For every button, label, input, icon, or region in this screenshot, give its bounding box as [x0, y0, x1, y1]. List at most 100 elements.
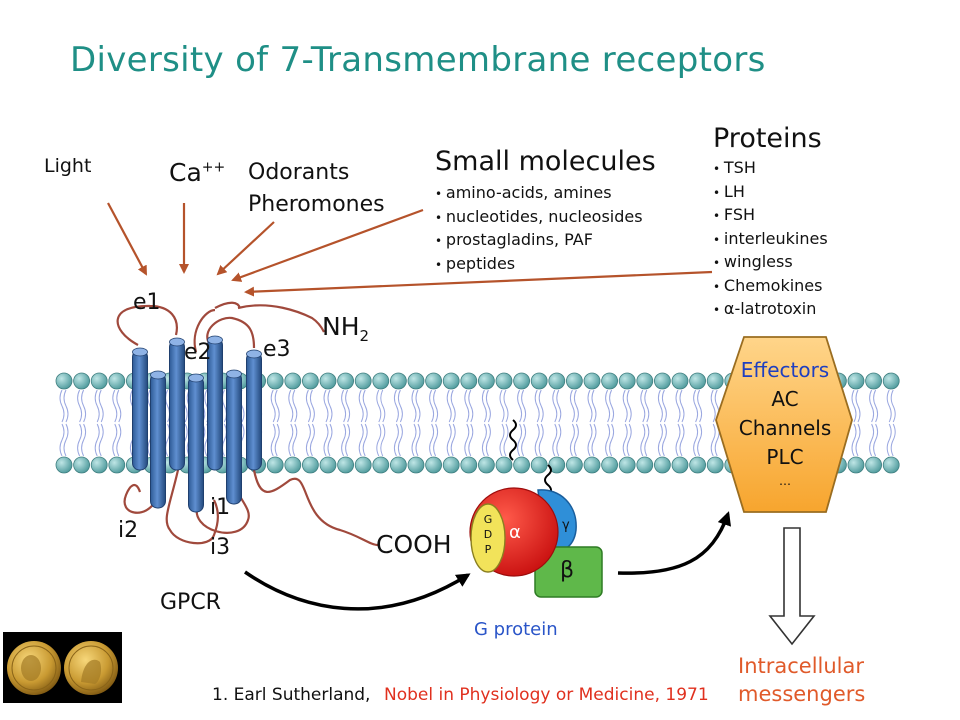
lipid-head [495, 372, 513, 390]
transmembrane-helix [188, 375, 204, 513]
transmembrane-helix [132, 349, 148, 471]
beta-subunit [534, 546, 603, 598]
nh2-symbol: NH [322, 312, 360, 341]
lipid-head [882, 456, 900, 474]
lipid-head [90, 456, 108, 474]
transmembrane-helix [150, 372, 166, 509]
lipid-head [513, 372, 530, 390]
list-item: peptides [435, 253, 643, 277]
effectors-heading: Effectors [740, 358, 830, 382]
lipid-head [477, 456, 495, 474]
lipid-head [372, 372, 390, 390]
lipid-head [882, 372, 900, 390]
gdp-letter-g: G [483, 513, 493, 526]
calcium-label: Ca++ [169, 158, 225, 187]
transmembrane-helix [246, 351, 262, 471]
lipid-head [108, 372, 126, 390]
lipid-head [442, 372, 460, 390]
lipid-head [548, 372, 566, 390]
nh2-label: NH2 [322, 312, 369, 345]
list-item: α-latrotoxin [713, 298, 828, 322]
lipid-head [513, 456, 530, 474]
list-item: LH [713, 181, 828, 205]
lipid-head [460, 372, 478, 390]
lipid-head [847, 456, 865, 474]
lipid-head [319, 372, 337, 390]
lipid-head [55, 456, 73, 474]
lipid-bilayer [55, 372, 900, 474]
lipid-head [90, 372, 108, 390]
messengers-line2: messengers [738, 682, 866, 706]
odorants-label: Odorants [248, 160, 350, 185]
list-item: interleukines [713, 228, 828, 252]
beta-label: β [560, 558, 575, 583]
lipid-head [654, 372, 671, 390]
calcium-charge: ++ [201, 159, 226, 176]
proteins-heading: Proteins [713, 123, 822, 154]
lipid-head [847, 372, 865, 390]
receptor-loops [116, 301, 379, 547]
lipid-head [73, 372, 90, 390]
lipid-head [618, 372, 636, 390]
signal-arrows [244, 511, 731, 611]
loop-i2-label: i2 [118, 518, 139, 543]
gdp-letter-p: P [484, 543, 492, 556]
lipid-head [73, 456, 90, 474]
calcium-symbol: Ca [169, 158, 202, 187]
alpha-label: α [509, 522, 521, 543]
list-item: nucleotides, nucleosides [435, 206, 643, 230]
small-molecule-arrow [231, 208, 424, 282]
cooh-label: COOH [376, 530, 452, 559]
lipid-head [566, 456, 583, 474]
lipid-head [319, 456, 337, 474]
lipid-head [601, 456, 618, 474]
lipid-head [389, 456, 407, 474]
list-item: FSH [713, 204, 828, 228]
effectors-block: Effectors AC Channels PLC … [705, 356, 865, 490]
lipid-head [284, 372, 302, 390]
lipid-head [301, 372, 319, 390]
loop-i1-label: i1 [210, 495, 231, 520]
lipid-head [865, 456, 882, 474]
gprotein-label: G protein [474, 619, 558, 640]
small-molecules-heading: Small molecules [435, 146, 656, 177]
list-item: TSH [713, 157, 828, 181]
lipid-head [530, 372, 548, 390]
lipid-head [566, 372, 583, 390]
gamma-label: γ [562, 518, 570, 533]
small-molecules-list: amino-acids, amines nucleotides, nucleos… [435, 182, 643, 276]
footer-person: 1. Earl Sutherland, [212, 685, 371, 705]
lipid-head [442, 456, 460, 474]
lipid-head [706, 456, 724, 474]
lipid-head [354, 456, 372, 474]
loop-e2-label: e2 [184, 340, 212, 365]
lipid-head [601, 372, 618, 390]
lipid-head [654, 456, 671, 474]
pheromones-label: Pheromones [248, 192, 385, 217]
lipid-head [530, 456, 548, 474]
gpcr-to-gprotein-arrow [244, 570, 471, 611]
lipid-head [284, 456, 302, 474]
effector-item: … [779, 474, 791, 488]
lipid-head [425, 456, 443, 474]
lipid-head [407, 372, 425, 390]
page-title: Diversity of 7-Transmembrane receptors [70, 40, 766, 80]
footer-prize: Nobel in Physiology or Medicine, 1971 [384, 685, 709, 705]
lipid-head [266, 372, 284, 390]
gprotein-to-effector-arrow [617, 511, 731, 575]
loop-e1-label: e1 [133, 290, 161, 315]
lipid-head [108, 456, 126, 474]
effector-item: Channels [738, 416, 832, 440]
lipid-head [689, 456, 706, 474]
lipid-head [55, 372, 73, 390]
lipid-head [636, 456, 654, 474]
nh2-subscript: 2 [359, 327, 370, 345]
light-label: Light [44, 155, 92, 177]
gdp-letter-d: D [483, 528, 493, 541]
lipid-head [706, 372, 724, 390]
list-item: Chemokines [713, 275, 828, 299]
proteins-list: TSH LH FSH interleukines wingless Chemok… [713, 157, 828, 322]
list-item: wingless [713, 251, 828, 275]
effector-item: AC [771, 387, 799, 411]
lipid-head [407, 456, 425, 474]
